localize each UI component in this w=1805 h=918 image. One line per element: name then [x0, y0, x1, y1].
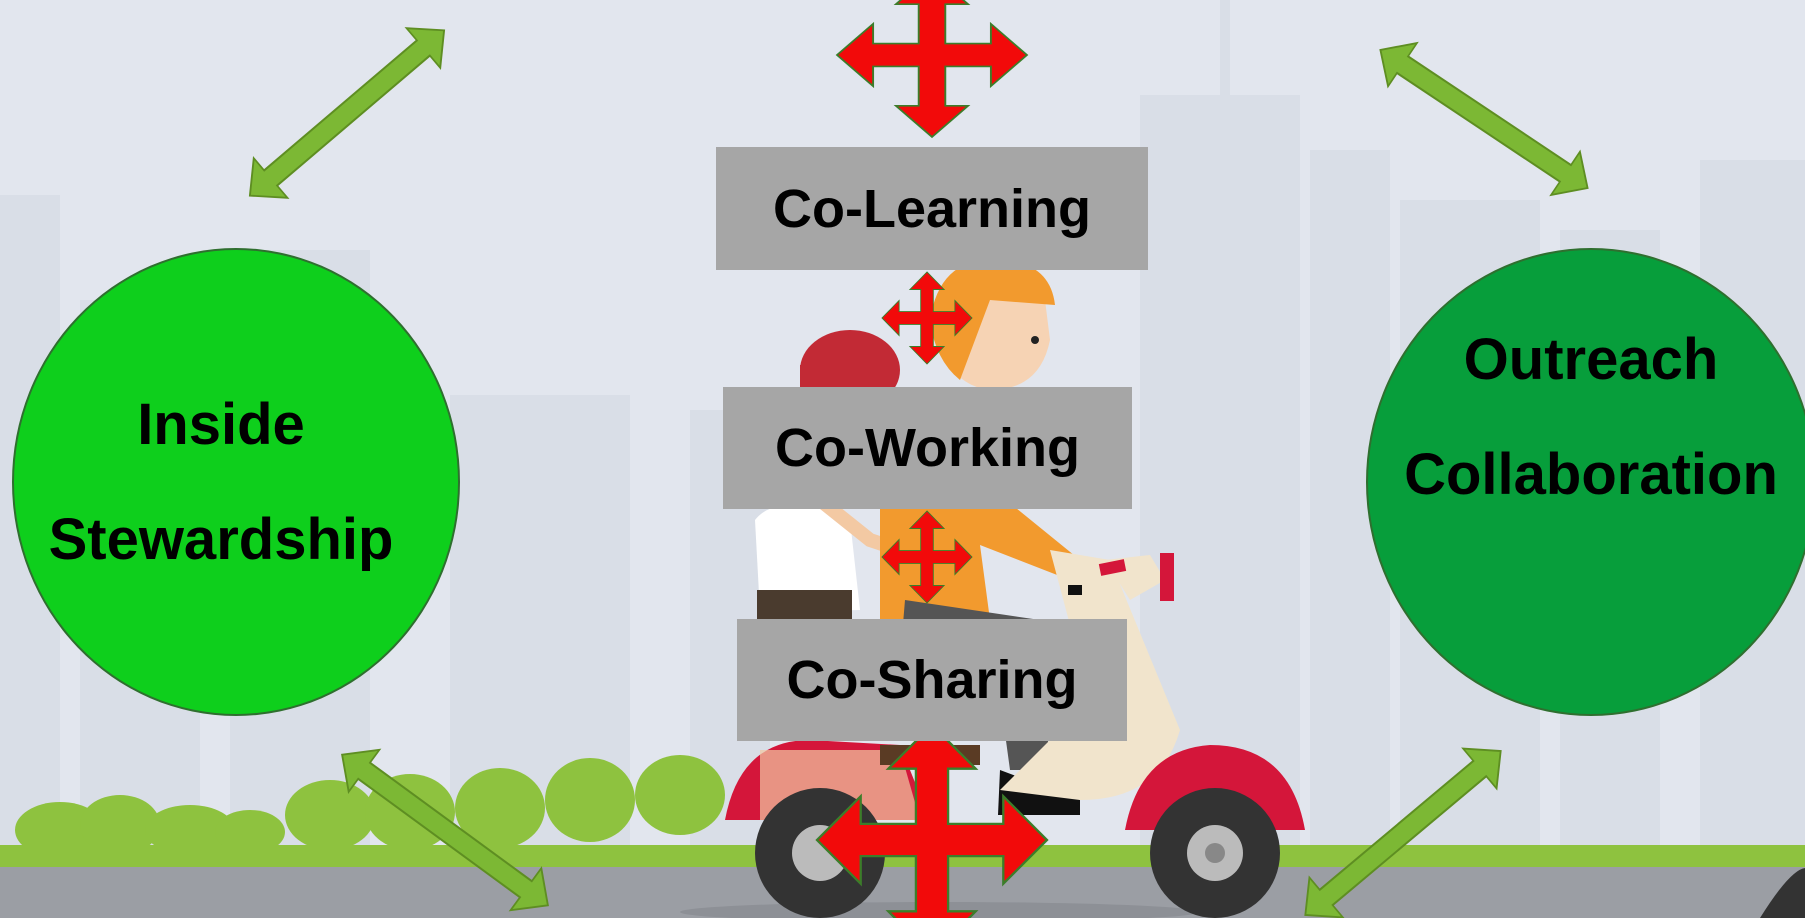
co-sharing-box: Co-Sharing: [737, 619, 1127, 741]
outreach-collaboration-circle: Outreach Collaboration: [1366, 248, 1805, 716]
inside-stewardship-line1: Inside: [137, 392, 305, 457]
co-working-label: Co-Working: [775, 418, 1080, 478]
co-sharing-label: Co-Sharing: [786, 650, 1078, 710]
four-way-arrow-upper-small-icon: [881, 271, 973, 365]
double-arrow-bottom-right-icon: [1287, 730, 1519, 918]
four-way-arrow-bottom-icon: [815, 723, 1049, 918]
double-arrow-bottom-left-icon: [325, 732, 565, 918]
four-way-arrow-top-icon: [836, 0, 1028, 138]
outreach-collaboration-line2: Collaboration: [1404, 442, 1778, 507]
double-arrow-top-left-icon: [232, 9, 462, 217]
co-learning-box: Co-Learning: [716, 147, 1148, 270]
outreach-collaboration-line1: Outreach: [1463, 327, 1719, 392]
car-edge: [1760, 868, 1805, 918]
four-way-arrow-lower-small-icon: [881, 510, 973, 604]
inside-stewardship-line2: Stewardship: [48, 507, 394, 572]
double-arrow-top-right-icon: [1365, 27, 1603, 211]
inside-stewardship-circle: Inside Stewardship: [12, 248, 460, 716]
co-learning-label: Co-Learning: [773, 178, 1091, 239]
co-working-box: Co-Working: [723, 387, 1132, 509]
